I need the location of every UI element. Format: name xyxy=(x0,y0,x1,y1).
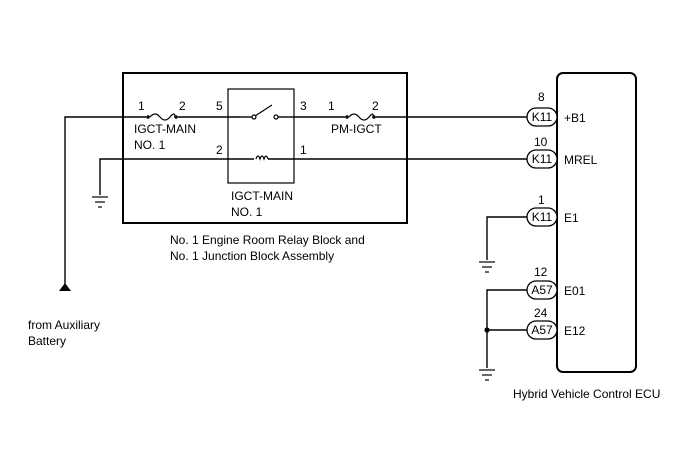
connector-label: K11 xyxy=(532,210,553,224)
connector-a57-e01: A57 xyxy=(526,280,558,300)
terminal-name: E12 xyxy=(564,324,586,338)
pin-number: 24 xyxy=(534,306,548,320)
e1-ground-wire xyxy=(486,216,527,260)
pin-number: 1 xyxy=(328,99,335,113)
pin-number: 5 xyxy=(216,99,223,113)
connector-k11-e1: K11 xyxy=(526,207,558,227)
ground-icon xyxy=(479,369,495,381)
relay-label: NO. 1 xyxy=(231,205,263,219)
ground-icon xyxy=(92,196,108,208)
source-label: Battery xyxy=(28,334,66,348)
pin-number: 1 xyxy=(138,99,145,113)
connector-label: K11 xyxy=(532,152,553,166)
pin-number: 12 xyxy=(534,265,548,279)
relay-block-outline xyxy=(122,72,408,224)
pin-number: 2 xyxy=(372,99,379,113)
relay-block-caption: No. 1 Junction Block Assembly xyxy=(170,249,334,263)
terminal-name: E01 xyxy=(564,284,586,298)
terminal-name: E1 xyxy=(564,211,579,225)
ground-icon xyxy=(479,261,495,273)
pin-number: 10 xyxy=(534,135,548,149)
connector-k11-mrel: K11 xyxy=(526,149,558,169)
relay-switch-icon xyxy=(240,104,294,120)
battery-feed-wire xyxy=(64,116,146,291)
fuse-label: IGCT-MAIN xyxy=(134,122,196,136)
fuse-icon xyxy=(345,113,376,121)
fuse-icon xyxy=(146,113,178,121)
arrow-up-icon xyxy=(59,283,71,291)
terminal-name: +B1 xyxy=(564,111,586,125)
coil-ground-wire xyxy=(99,158,254,195)
fuse-label: PM-IGCT xyxy=(331,122,382,136)
relay-outline xyxy=(227,88,295,184)
fuse-label: NO. 1 xyxy=(134,138,166,152)
terminal-name: MREL xyxy=(564,153,598,167)
connector-k11-b1: K11 xyxy=(526,107,558,127)
splice-point xyxy=(484,327,490,333)
pin-number: 1 xyxy=(300,143,307,157)
pin-number: 8 xyxy=(538,90,545,104)
connector-label: A57 xyxy=(531,283,553,297)
connector-label: A57 xyxy=(531,323,553,337)
relay-block-caption: No. 1 Engine Room Relay Block and xyxy=(170,233,365,247)
ecu-body xyxy=(556,72,637,373)
pin-number: 2 xyxy=(216,143,223,157)
relay-label: IGCT-MAIN xyxy=(231,189,293,203)
connector-label: K11 xyxy=(532,110,553,124)
relay-coil-icon xyxy=(255,155,269,161)
pin-number: 2 xyxy=(179,99,186,113)
e01-ground-wire xyxy=(486,289,527,368)
source-label: from Auxiliary xyxy=(28,318,100,332)
pin-number: 1 xyxy=(538,193,545,207)
ecu-title: Hybrid Vehicle Control ECU xyxy=(513,387,660,401)
pin-number: 3 xyxy=(300,99,307,113)
connector-a57-e12: A57 xyxy=(526,320,558,340)
